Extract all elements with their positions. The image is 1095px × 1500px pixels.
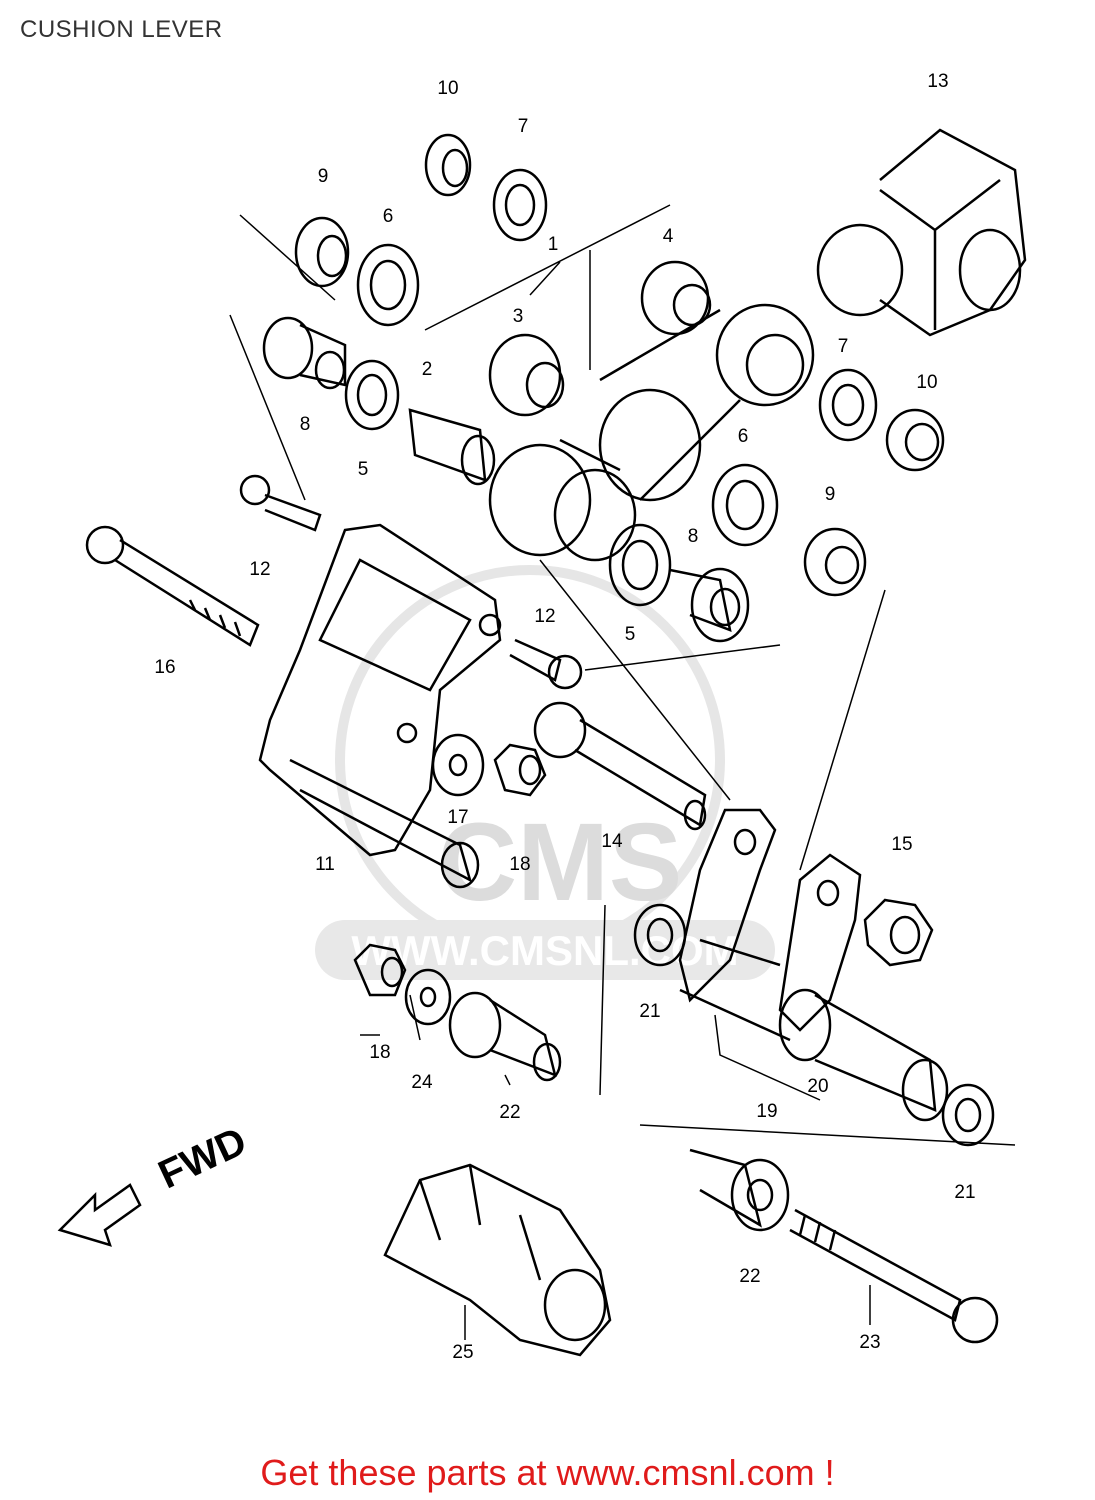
part-22-sleeve-upper [448,991,562,1082]
watermark-url-text: WWW.CMSNL.COM [351,927,738,974]
callout-21: 21 [639,1001,660,1022]
callout-18b: 18 [369,1042,390,1063]
callout-8: 8 [300,414,311,435]
part-6-bearing-right [711,463,779,547]
part-14-bolt [533,701,707,831]
callout-22: 22 [499,1102,520,1123]
callout-20: 20 [807,1076,828,1097]
callout-25: 25 [452,1342,473,1363]
part-20-sleeve [778,988,949,1122]
part-5-seal-left [344,359,400,431]
part-12-bolt-upper [239,474,322,532]
callout-13: 13 [927,71,948,92]
callout-1: 1 [548,234,559,255]
callout-6: 6 [383,206,394,227]
line-art [57,128,1027,1357]
part-12-bolt-lower [509,638,583,690]
callout-15: 15 [891,834,912,855]
part-19-link [678,808,862,1042]
part-24-washer [404,968,452,1026]
part-15-nut [863,898,934,967]
part-1-cushion-rod [488,303,815,562]
part-23-bolt [789,1208,999,1344]
callout-23: 23 [859,1332,880,1353]
callout-4: 4 [663,226,674,247]
callout-12: 12 [249,559,270,580]
callout-19: 19 [756,1101,777,1122]
callout-5: 5 [358,459,369,480]
callout-9b: 9 [825,484,836,505]
part-9-collar-right [803,527,867,597]
page-title: CUSHION LEVER [20,16,223,43]
part-10-collar-right [885,408,945,472]
callout-7: 7 [518,116,529,137]
callout-12b: 12 [534,606,555,627]
part-18-nut-upper [493,743,547,797]
part-11-lever [258,523,502,889]
part-5-seal-right [608,523,672,607]
callout-5b: 5 [625,624,636,645]
part-25-cover [383,1163,612,1357]
footer-link[interactable]: Get these parts at www.cmsnl.com ! [260,1452,835,1493]
callout-21b: 21 [954,1182,975,1203]
callout-11: 11 [315,854,335,875]
part-8-sleeve-right [669,567,750,643]
callout-16: 16 [154,657,175,678]
part-6-bearing-left [356,243,420,327]
reference-lines [229,204,1016,1340]
part-16-bolt [85,525,260,647]
part-7-seal-right [818,368,878,442]
callout-10b: 10 [916,372,937,393]
callout-24: 24 [411,1072,433,1093]
callout-8b: 8 [688,526,699,547]
part-22-sleeve-lower [689,1148,790,1232]
callout-10: 10 [437,78,458,99]
fwd-label: FWD [152,1119,253,1197]
part-17-washer [431,733,485,797]
fwd-arrow-icon [57,1183,142,1247]
part-7-seal [492,168,548,242]
callout-18: 18 [509,854,530,875]
callout-labels: 1 2 3 4 5 5 6 6 7 7 8 8 9 9 10 10 11 12 … [154,71,975,1363]
callout-7b: 7 [838,336,849,357]
part-9-collar-left [294,216,350,288]
part-3-bearing [488,333,565,417]
callout-17: 17 [447,807,468,828]
callout-3: 3 [513,306,524,327]
part-21-seal-upper [633,903,687,967]
callout-9: 9 [318,166,329,187]
watermark-logo-text: CMS [438,801,682,924]
part-21-seal-lower [941,1083,995,1147]
part-13-boot [816,128,1027,337]
part-2-spacer [408,408,496,486]
callout-2: 2 [422,359,433,380]
callout-6b: 6 [738,426,749,447]
callout-14: 14 [601,831,623,852]
part-10-collar [424,133,472,197]
part-8-sleeve-left [262,316,347,390]
part-18-nut-lower [353,943,407,997]
callout-22b: 22 [739,1266,760,1287]
